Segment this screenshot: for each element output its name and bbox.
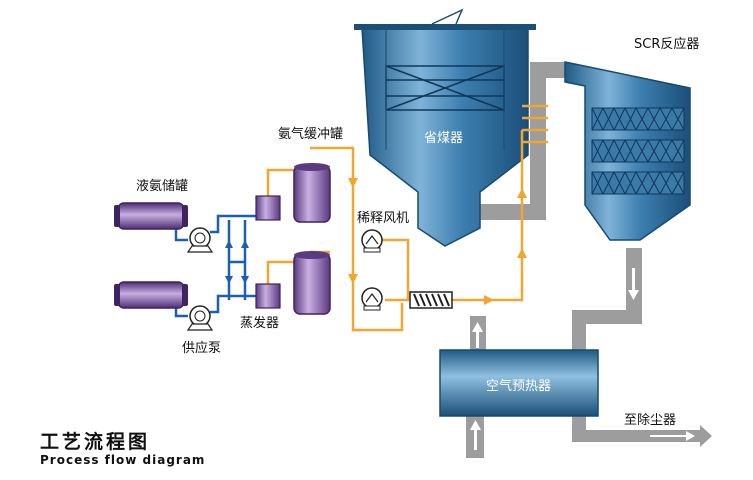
duct-top bbox=[530, 62, 570, 78]
pump-lower bbox=[186, 305, 214, 331]
storage-tank-upper bbox=[114, 202, 188, 230]
duct-outlet bbox=[572, 430, 702, 442]
diagram-subtitle: Process flow diagram bbox=[40, 453, 206, 467]
label-evaporator: 蒸发器 bbox=[240, 315, 279, 331]
economizer-grid bbox=[385, 65, 505, 111]
evaporator-upper bbox=[255, 195, 281, 221]
label-supply-pump: 供应泵 bbox=[182, 340, 221, 356]
liquid-ammonia-tanks bbox=[114, 202, 188, 309]
dilution-fans bbox=[361, 229, 383, 311]
scr-reactor bbox=[564, 61, 691, 241]
economizer bbox=[354, 8, 536, 247]
label-air-preheater: 空气预热器 bbox=[486, 378, 551, 394]
duct-riser bbox=[530, 68, 546, 220]
buffer-tank-lower bbox=[293, 251, 331, 315]
ammonia-arrows bbox=[348, 178, 527, 305]
duct-down-to-preheater bbox=[572, 310, 586, 350]
ammonia-buffer-tanks bbox=[293, 163, 331, 315]
evaporators bbox=[255, 195, 281, 309]
label-economizer: 省煤器 bbox=[424, 131, 463, 146]
air-preheater-body bbox=[439, 349, 599, 417]
label-scr-reactor: SCR反应器 bbox=[634, 36, 699, 52]
duct-cross bbox=[572, 310, 642, 324]
liquid-arrows bbox=[225, 240, 249, 284]
label-dilution-fan: 稀释风机 bbox=[357, 211, 409, 226]
label-ammonia-buffer-tank: 氨气缓冲罐 bbox=[278, 126, 343, 142]
pump-upper bbox=[186, 227, 214, 253]
economizer-body bbox=[361, 27, 529, 247]
buffer-tank-upper bbox=[293, 163, 331, 223]
outlet-arrow bbox=[700, 425, 712, 447]
label-to-dust-collector: 至除尘器 bbox=[624, 413, 676, 428]
evaporator-lower bbox=[255, 283, 281, 309]
diagram-title: 工艺流程图 bbox=[40, 431, 151, 453]
supply-pumps bbox=[186, 227, 214, 331]
static-mixer bbox=[409, 291, 453, 309]
catalyst-layers bbox=[591, 107, 685, 195]
air-preheater bbox=[439, 349, 599, 417]
storage-tank-lower bbox=[114, 281, 188, 309]
fan-lower bbox=[361, 287, 383, 311]
flow-arrows-white bbox=[470, 268, 695, 450]
liquid-ammonia-lines bbox=[174, 214, 256, 318]
fan-upper bbox=[361, 229, 383, 253]
ammonia-lines bbox=[266, 104, 548, 332]
label-liquid-ammonia-tank: 液氨储罐 bbox=[136, 179, 188, 194]
